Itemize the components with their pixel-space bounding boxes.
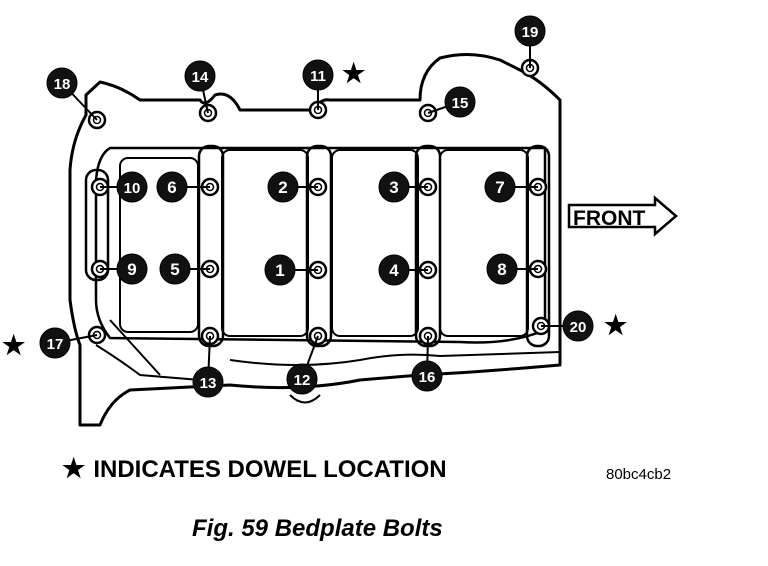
bolt-callout-3: [378, 171, 410, 203]
bolt-callout-14: [184, 60, 216, 92]
dowel-star-20: ★: [604, 310, 628, 340]
bolt-number-14: 14: [192, 69, 209, 86]
bolt-callout-15: [444, 86, 476, 118]
bolt-number-3: 3: [389, 178, 398, 197]
bolt-callout-2: [267, 171, 299, 203]
bolt-hole-inner-12: [313, 331, 323, 341]
bolt-number-1: 1: [275, 261, 284, 280]
bolt-number-9: 9: [127, 260, 136, 279]
bolt-number-12: 12: [294, 372, 311, 389]
bolt-number-20: 20: [570, 319, 587, 336]
bolt-callout-16: [411, 360, 443, 392]
figure-caption: Fig. 59 Bedplate Bolts: [192, 515, 443, 542]
bolt-callout-20: [562, 310, 594, 342]
bolt-callout-5: [159, 253, 191, 285]
bolt-callout-8: [486, 253, 518, 285]
bolt-number-13: 13: [200, 375, 217, 392]
bolt-callout-9: [116, 253, 148, 285]
bolt-callout-18: [46, 67, 78, 99]
bolt-number-19: 19: [522, 24, 539, 41]
bolt-number-16: 16: [419, 369, 436, 386]
bolt-callout-17: [39, 327, 71, 359]
bolt-callout-7: [484, 171, 516, 203]
bolt-callout-10: [116, 171, 148, 203]
lower-details: [95, 319, 561, 404]
legend-text: INDICATES DOWEL LOCATION: [93, 456, 447, 483]
bolt-number-17: 17: [47, 336, 64, 353]
bolt-hole-inner-15: [423, 108, 433, 118]
bolt-number-18: 18: [54, 76, 71, 93]
bolt-number-4: 4: [389, 261, 399, 280]
bolt-callout-4: [378, 254, 410, 286]
bolt-number-8: 8: [497, 260, 506, 279]
front-label: FRONT: [573, 207, 645, 230]
front-arrow: FRONT: [567, 195, 678, 237]
legend: ★ INDICATES DOWEL LOCATION: [62, 453, 447, 484]
bolt-callout-19: [514, 15, 546, 47]
bolt-number-2: 2: [278, 178, 287, 197]
bolt-callout-11: [302, 59, 334, 91]
dowel-star-11: ★: [342, 58, 366, 88]
bolt-number-6: 6: [167, 178, 176, 197]
bearing-caps: [84, 144, 551, 348]
bolt-callout-6: [156, 171, 188, 203]
bolt-callout-12: [286, 363, 318, 395]
bolt-number-10: 10: [124, 180, 141, 197]
bolt-callout-13: [192, 366, 224, 398]
bolt-number-11: 11: [310, 68, 326, 85]
bolt-number-15: 15: [452, 95, 469, 112]
image-code: 80bc4cb2: [606, 466, 672, 483]
bolt-callout-1: [264, 254, 296, 286]
bolt-number-5: 5: [170, 260, 179, 279]
legend-star-icon: ★: [62, 453, 86, 483]
dowel-star-17: ★: [2, 330, 26, 360]
bolt-number-7: 7: [495, 178, 504, 197]
bolt-hole-inner-18: [92, 115, 102, 125]
